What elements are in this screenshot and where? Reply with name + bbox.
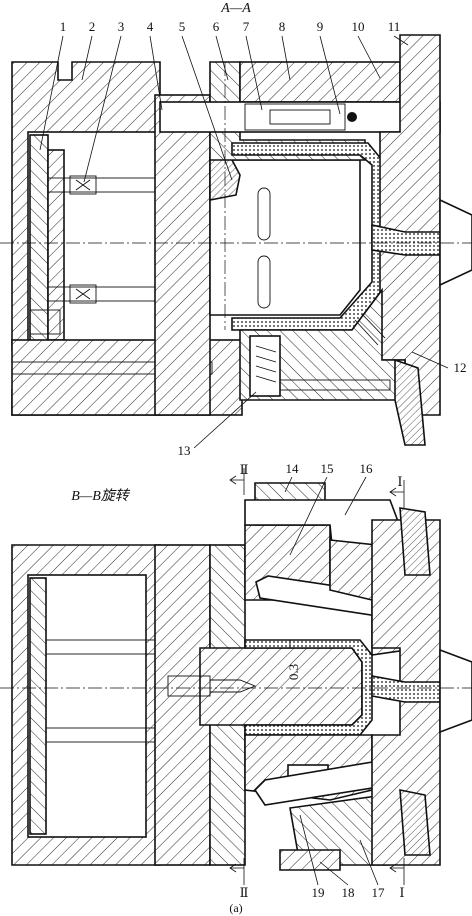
- figure-caption: (a): [229, 901, 242, 915]
- wedge-block-18: [279, 849, 341, 871]
- slide-pocket: [249, 335, 281, 397]
- leader-lines-b: [284, 476, 379, 886]
- dimension-label: 0.3: [286, 664, 301, 680]
- angled-pin: [279, 379, 391, 391]
- section-a-title: A—A: [220, 1, 251, 16]
- marker-2-top: Ⅱ: [240, 462, 249, 477]
- lock-upper: [399, 507, 431, 576]
- callout-13: 13: [178, 443, 191, 458]
- section-b-view: B—B旋转 0.3: [0, 462, 472, 900]
- callout-10: 10: [352, 19, 365, 34]
- support-plate: [154, 94, 211, 416]
- pin-head-lower: [69, 284, 97, 304]
- section-a-callouts: 1 2 3 4 5 6 7 8 9 10 11 12 13: [39, 19, 467, 458]
- cavity-plate: [239, 61, 401, 103]
- guide-pin-9: [269, 109, 331, 125]
- callout-5: 5: [179, 19, 186, 34]
- return-pin: [11, 361, 213, 375]
- section-b-title: B—B旋转: [71, 488, 131, 504]
- ejector-retainer-plate: [29, 134, 49, 346]
- guide-bore: [159, 101, 441, 133]
- marker-arrow-1-bottom: [389, 863, 404, 873]
- callout-4: 4: [147, 19, 154, 34]
- marker-arrow-2-top: [229, 475, 244, 485]
- marker-1-top: Ⅰ: [397, 474, 402, 489]
- callout-11: 11: [388, 19, 401, 34]
- pin-dot: [347, 112, 357, 122]
- callout-2: 2: [89, 19, 96, 34]
- leader-lines-a: [39, 35, 449, 449]
- pin-mark-upper: [75, 179, 91, 191]
- callout-3: 3: [118, 19, 125, 34]
- callout-18: 18: [342, 885, 355, 900]
- marker-arrow-1-top: [389, 487, 404, 497]
- sprue-bush: [439, 198, 472, 287]
- screw-head: [29, 309, 61, 335]
- callout-16: 16: [360, 461, 374, 476]
- marker-1-bottom: Ⅰ: [399, 885, 404, 900]
- pin-mark-lower: [75, 288, 91, 300]
- section-b-callouts: 14 15 16 17 18 19: [284, 461, 386, 900]
- marker-arrow-2-bottom: [229, 863, 244, 873]
- sprue-bush-b: [439, 648, 472, 734]
- core-slot-upper: [257, 187, 271, 241]
- bolt-b: [209, 679, 257, 693]
- callout-14: 14: [286, 461, 300, 476]
- core-slot-lower: [257, 255, 271, 309]
- callout-19: 19: [312, 885, 325, 900]
- ejector-space-b: [27, 574, 147, 838]
- marker-2-bottom: Ⅱ: [240, 885, 249, 900]
- callout-9: 9: [317, 19, 324, 34]
- core-b: [199, 647, 363, 726]
- callout-12: 12: [454, 360, 467, 375]
- callout-7: 7: [243, 19, 250, 34]
- pin-head-upper: [69, 175, 97, 195]
- callout-8: 8: [279, 19, 286, 34]
- callout-1: 1: [60, 19, 67, 34]
- callout-17: 17: [372, 885, 386, 900]
- guide-bush: [244, 103, 346, 131]
- callout-15: 15: [321, 461, 334, 476]
- spring-coils: [255, 345, 277, 383]
- ejector-plate: [47, 149, 65, 341]
- section-a-view: A—A: [0, 1, 472, 446]
- cavity-block-lower: [239, 287, 406, 401]
- wedge-block: [394, 358, 426, 446]
- cooling-bolt: [354, 313, 386, 346]
- lock-lower: [399, 789, 431, 856]
- callout-6: 6: [213, 19, 220, 34]
- ejector-plate-b: [29, 577, 47, 835]
